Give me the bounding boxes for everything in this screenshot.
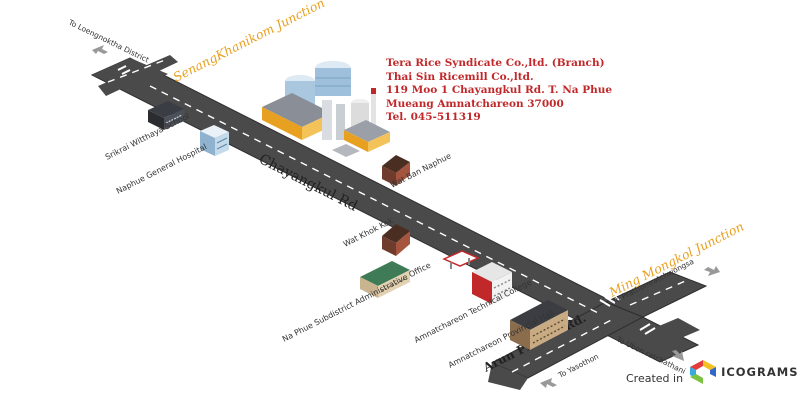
school-wall-right [164,109,184,130]
cross-lane-marking [511,317,616,373]
crosswalk-stripe [609,293,621,301]
company-line-5: Tel. 045-511319 [386,111,481,124]
silo-2-body [315,68,351,96]
company-line-4: Mueang Amnatchareon 37000 [386,97,564,110]
gas-station-pillar [450,262,452,269]
subdistrict-office-window-row [380,277,408,292]
crosswalk-stripe [644,327,656,335]
technical-college-window-row [493,287,511,297]
crosswalk-stripe [121,69,131,75]
chimney [371,88,376,132]
main-lane-marking [149,85,601,315]
hospital-wall-right [215,132,229,156]
credit-badge[interactable]: Created in ICOGRAMS [626,358,798,385]
chimney-band [371,88,376,94]
wat-ban-naphue-wall-right [396,162,410,186]
hospital-roof [200,125,229,138]
north-lane-marking [107,59,166,83]
wat-ban-naphue-building [382,155,410,186]
provincial-hall-wall-right [530,310,568,350]
rice-mill-complex [262,61,390,157]
subdistrict-office-wall-right [378,270,410,298]
hospital-wall-left [200,131,215,156]
company-info: Tera Rice Syndicate Co.,ltd. (Branch) Th… [386,57,612,125]
mill-tower [336,104,345,140]
icograms-logo-icon [690,359,717,384]
wat-ban-naphue-roof [382,155,410,173]
label-school-text: Srikrai Witthaya School [104,111,191,161]
wat-khok-kok-building [382,224,410,256]
school-wall-left [148,110,164,130]
gas-station-canopy [442,250,480,267]
logo-segment [703,359,717,370]
conveyor-shed [332,144,360,157]
mill-tower [322,100,332,140]
warehouse-wall-left [344,130,368,152]
crosswalk-stripe [639,323,651,331]
provincial-hall-building [510,300,568,350]
hospital-window-row [216,137,228,144]
arrow-nw-icon [92,45,108,54]
logo-segment [690,373,704,384]
gas-station-pillar [468,258,470,265]
arrow-se-icon [672,350,684,361]
label-school: Srikrai Witthaya School [104,111,191,161]
icograms-brand: ICOGRAMS [721,364,799,379]
company-line-2: Thai Sin Ricemill Co.,ltd. [386,70,534,83]
technical-college-wall-right [492,272,512,304]
technical-college-window-row [493,279,511,289]
company-line-3: 119 Moo 1 Chayangkul Rd. T. Na Phue [386,84,613,97]
wat-khok-kok-roof [382,224,410,243]
provincial-hall-roof [510,300,568,330]
crosswalk-stripe [599,299,611,307]
arun-prasert-road-end [488,363,528,390]
mill-wall-left [262,107,302,140]
direction-label-nw: To Loengnoktha District [66,17,150,64]
wat-ban-naphue-wall-left [382,166,396,186]
warehouse-roof [344,120,390,142]
label-subdistrict-office: Na Phue Subdistrict Administrative Offic… [281,261,433,344]
ne-lane-marking [629,278,691,306]
company-line-1: Tera Rice Syndicate Co.,ltd. (Branch) [386,57,605,69]
gas-station [442,250,480,269]
wat-khok-kok-wall-right [396,231,410,256]
logo-segment [710,366,717,377]
provincial-hall-wall-left [510,320,530,350]
school-roof [148,101,184,118]
north-junction-cross-road [98,55,178,96]
school-building [148,101,184,130]
arrow-ne-icon [704,266,720,276]
mill-roof [262,93,332,127]
crosswalks [117,65,656,335]
crosswalk-stripe [604,296,616,304]
technical-college-wall-left [472,272,492,304]
arrow-sw-icon [540,378,557,388]
credit-text: Created in [626,372,684,385]
subdistrict-office-wall-left [360,277,378,298]
warehouse-wall-right [368,132,390,152]
hospital-building [200,125,229,156]
lane-markings [107,59,691,373]
crosswalk-stripe [117,65,127,71]
hospital-window-row [216,143,228,150]
junction-north-label: SenangKhanikom Junction [171,0,328,85]
direction-arrows [92,45,720,388]
wat-khok-kok-wall-left [382,236,396,256]
technical-college-building [472,262,512,304]
se-road [640,318,700,346]
subdistrict-office-building [360,261,410,298]
logo-segment [690,359,704,370]
subdistrict-office-roof [360,261,410,286]
